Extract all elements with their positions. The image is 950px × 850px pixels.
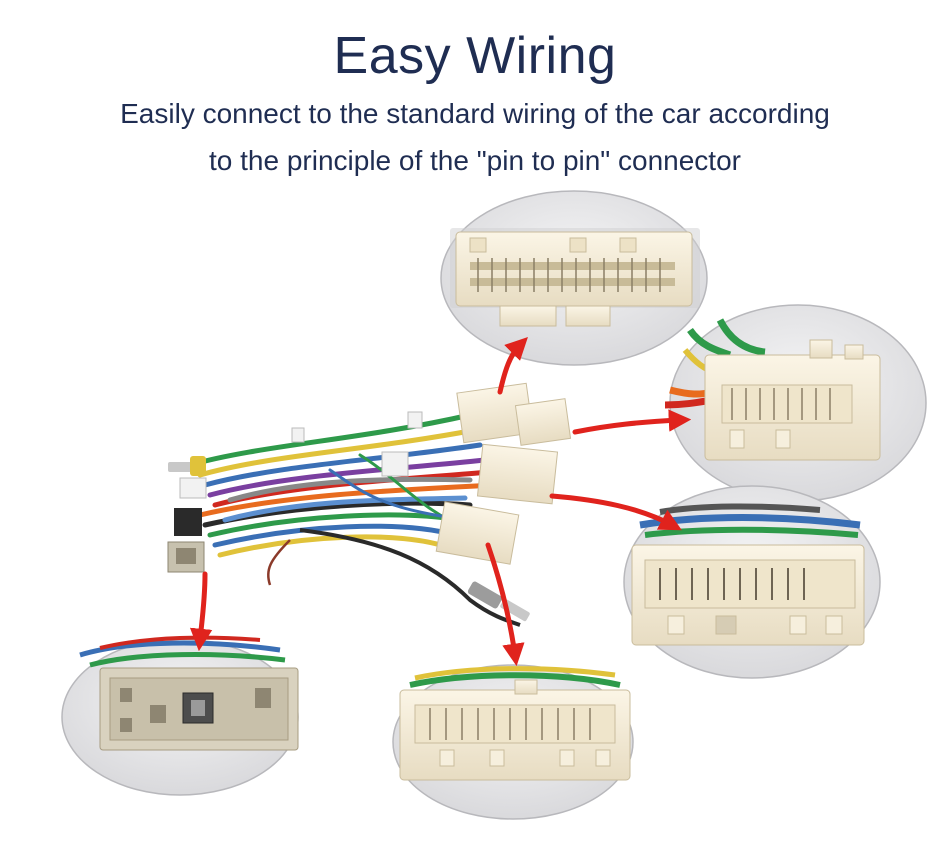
- connector-right-lower-zoom: [623, 485, 881, 679]
- wiring-harness: [167, 382, 572, 627]
- connector-right-upper-zoom: [664, 304, 927, 502]
- connector-top-zoom: [440, 190, 708, 366]
- arrow-to-top-connector: [497, 337, 528, 395]
- subtitle-line-2: to the principle of the "pin to pin" con…: [209, 145, 741, 176]
- page-title: Easy Wiring: [333, 27, 617, 85]
- connector-bottom-left-zoom: [61, 635, 299, 796]
- arrow-to-bottom-center-connector: [485, 542, 525, 667]
- arrow-to-right-lower-connector: [549, 493, 682, 531]
- arrow-to-right-upper-connector: [572, 409, 692, 435]
- arrow-to-bottom-left-connector: [189, 571, 213, 652]
- connector-bottom-center-zoom: [392, 664, 634, 820]
- pointer-arrows: [189, 337, 692, 667]
- subtitle-line-1: Easily connect to the standard wiring of…: [120, 98, 830, 129]
